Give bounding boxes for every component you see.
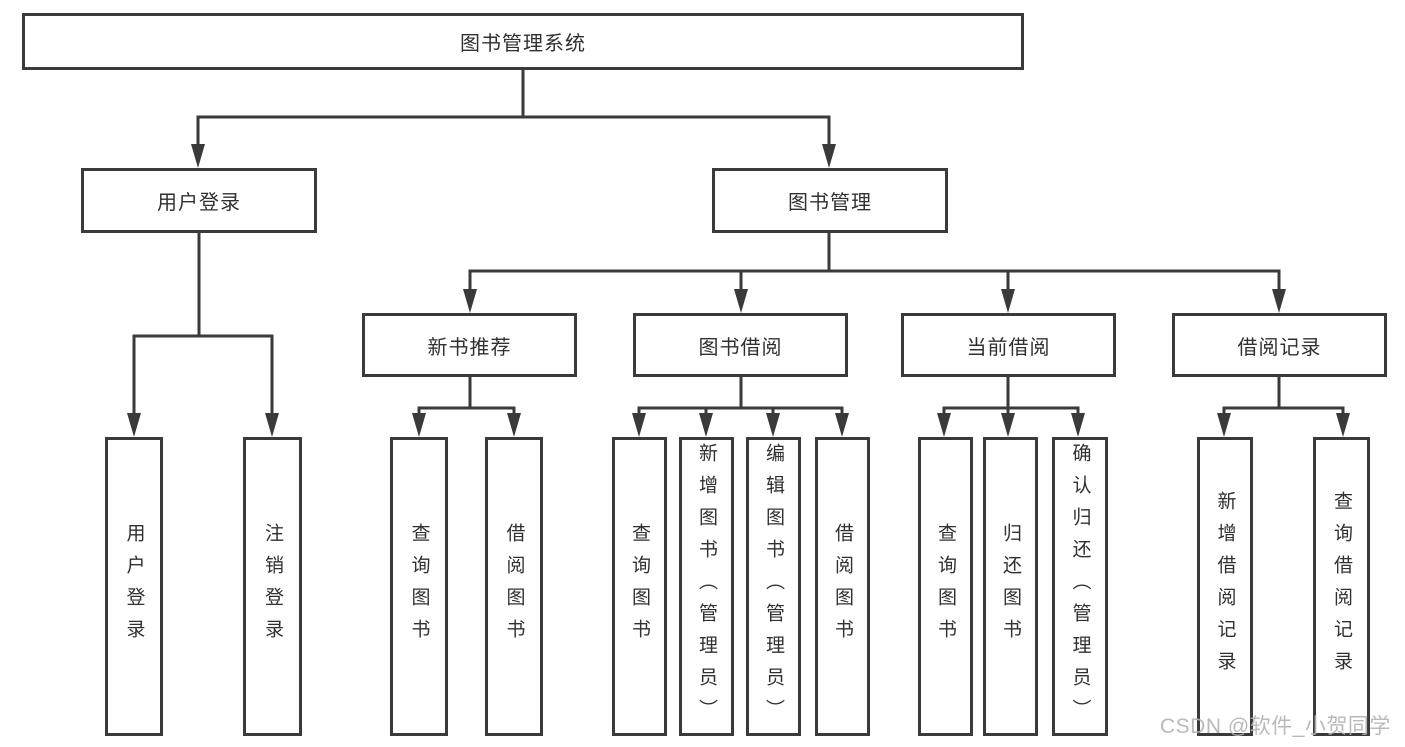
node-label: 当前借阅 bbox=[966, 336, 1051, 359]
node-leaf-borrow-books-2: 借阅图书 bbox=[815, 437, 870, 736]
node-borrowing-records: 借阅记录 bbox=[1172, 313, 1387, 377]
node-label: 编辑图书（管理员） bbox=[763, 442, 784, 731]
node-book-borrowing: 图书借阅 bbox=[633, 313, 848, 377]
node-label: 注销登录 bbox=[262, 522, 283, 651]
node-book-management: 图书管理 bbox=[712, 168, 948, 233]
node-label: 新增图书（管理员） bbox=[696, 442, 717, 731]
arrowhead-icons bbox=[127, 144, 1350, 437]
node-leaf-query-books-1: 查询图书 bbox=[390, 437, 448, 736]
node-leaf-edit-books-admin: 编辑图书（管理员） bbox=[746, 437, 801, 736]
node-leaf-query-borrow-record: 查询借阅记录 bbox=[1313, 437, 1370, 736]
node-label: 借阅记录 bbox=[1237, 336, 1322, 359]
node-label: 新增借阅记录 bbox=[1214, 490, 1236, 683]
watermark: CSDN @软件_小贺同学 bbox=[1160, 715, 1391, 738]
node-leaf-query-books-3: 查询图书 bbox=[918, 437, 973, 736]
node-user-login: 用户登录 bbox=[81, 168, 317, 233]
node-new-book-recommend: 新书推荐 bbox=[362, 313, 577, 377]
node-label: 归还图书 bbox=[1000, 522, 1021, 651]
node-label: 用户登录 bbox=[123, 522, 145, 651]
node-label: 查询图书 bbox=[935, 522, 956, 651]
node-leaf-return-books: 归还图书 bbox=[983, 437, 1038, 736]
node-label: 图书借阅 bbox=[698, 336, 783, 359]
node-label: 用户登录 bbox=[157, 192, 241, 214]
node-label: 查询借阅记录 bbox=[1331, 490, 1352, 683]
node-leaf-confirm-return-admin: 确认归还（管理员） bbox=[1052, 437, 1108, 736]
node-leaf-user-login: 用户登录 bbox=[105, 437, 163, 736]
node-label: 图书管理 bbox=[788, 192, 872, 214]
node-leaf-borrow-books-1: 借阅图书 bbox=[485, 437, 543, 736]
node-label: 查询图书 bbox=[408, 522, 430, 651]
node-label: 图书管理系统 bbox=[460, 33, 586, 55]
node-label: 确认归还（管理员） bbox=[1069, 442, 1091, 731]
node-leaf-add-borrow-record: 新增借阅记录 bbox=[1197, 437, 1253, 736]
node-label: 借阅图书 bbox=[503, 522, 525, 651]
node-current-borrowing: 当前借阅 bbox=[901, 313, 1116, 377]
node-leaf-query-books-2: 查询图书 bbox=[612, 437, 667, 736]
node-label: 借阅图书 bbox=[832, 522, 853, 651]
node-label: 新书推荐 bbox=[427, 336, 512, 359]
node-leaf-add-books-admin: 新增图书（管理员） bbox=[679, 437, 734, 736]
node-root-system: 图书管理系统 bbox=[22, 13, 1024, 70]
node-label: 查询图书 bbox=[629, 522, 650, 651]
node-leaf-logout: 注销登录 bbox=[243, 437, 302, 736]
